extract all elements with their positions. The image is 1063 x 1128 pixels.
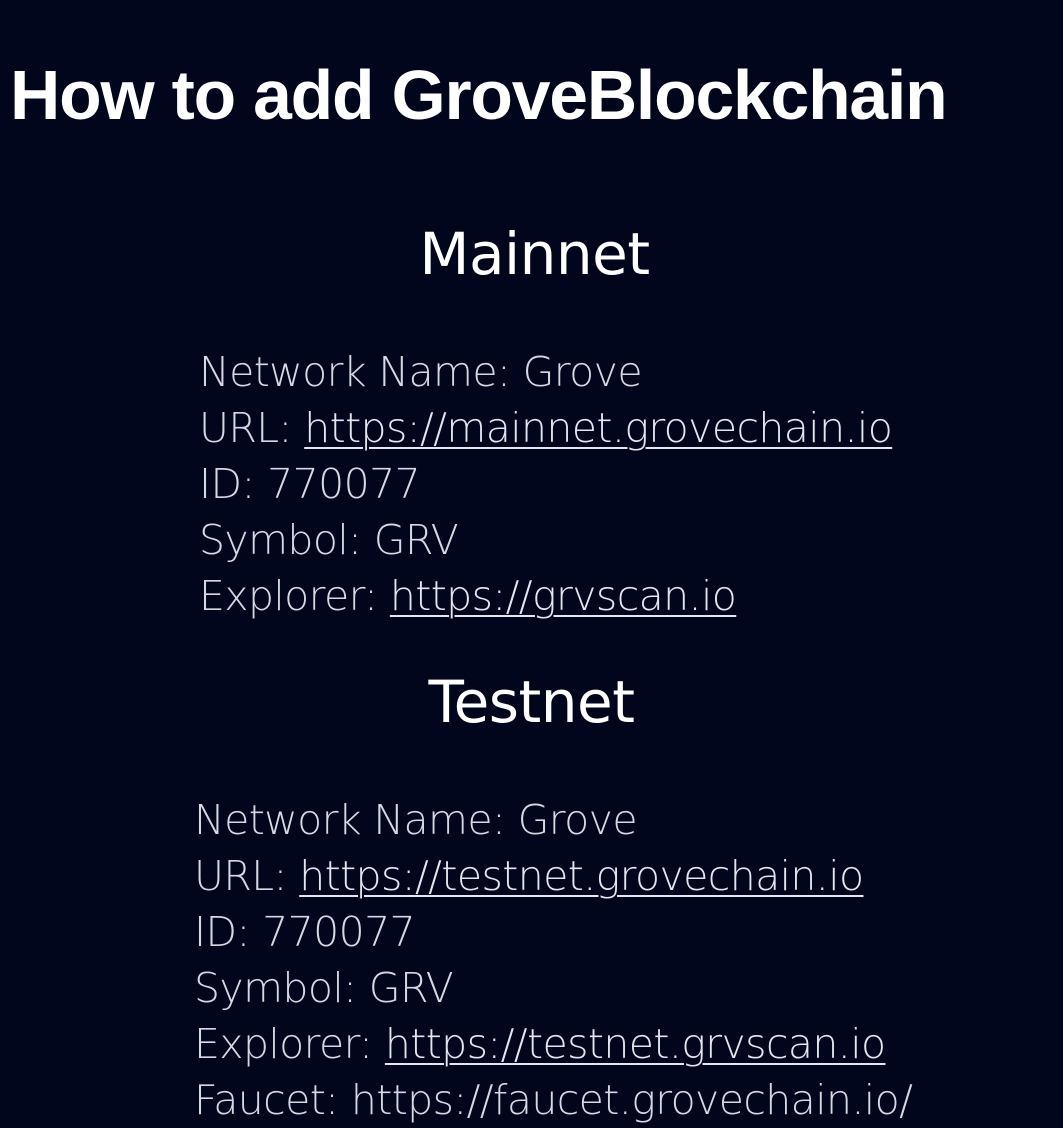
detail-line: Explorer: https://testnet.grvscan.io <box>194 1016 1063 1072</box>
page-title: How to add GroveBlockchain <box>10 55 948 134</box>
page-root: How to add GroveBlockchain Mainnet Netwo… <box>0 55 1063 1125</box>
detail-value: GRV <box>373 516 459 565</box>
detail-label: Symbol: <box>194 964 357 1013</box>
detail-line: Symbol: GRV <box>199 512 1063 568</box>
detail-label: URL: <box>194 852 287 901</box>
detail-line: Network Name: Grove <box>194 792 1063 848</box>
detail-line: Symbol: GRV <box>194 960 1063 1016</box>
detail-label: URL: <box>199 404 292 453</box>
detail-label: Explorer: <box>199 572 378 621</box>
detail-link[interactable]: https://testnet.grovechain.io <box>299 852 864 901</box>
detail-link[interactable]: https://testnet.grvscan.io <box>384 1020 886 1069</box>
detail-line: ID: 770077 <box>194 904 1063 960</box>
detail-link[interactable]: https://grvscan.io <box>389 572 737 621</box>
detail-value: 770077 <box>267 460 421 509</box>
detail-label: Network Name: <box>194 796 506 845</box>
detail-line: Faucet: https://faucet.grovechain.io/ <box>194 1072 1063 1128</box>
detail-label: ID: <box>194 908 250 957</box>
detail-line: Explorer: https://grvscan.io <box>199 568 1063 624</box>
detail-value: Grove <box>517 796 638 845</box>
detail-line: ID: 770077 <box>199 456 1063 512</box>
detail-label: Symbol: <box>199 516 362 565</box>
detail-value: GRV <box>368 964 454 1013</box>
detail-value: Grove <box>522 348 643 397</box>
detail-label: ID: <box>199 460 255 509</box>
detail-label: Faucet: <box>194 1076 339 1125</box>
detail-label: Network Name: <box>199 348 511 397</box>
detail-value: https://faucet.grovechain.io/ <box>350 1076 913 1125</box>
detail-label: Explorer: <box>194 1020 373 1069</box>
detail-link[interactable]: https://mainnet.grovechain.io <box>304 404 893 453</box>
section-heading-testnet: Testnet <box>428 668 635 737</box>
detail-value: 770077 <box>262 908 416 957</box>
detail-line: Network Name: Grove <box>199 344 1063 400</box>
section-heading-mainnet: Mainnet <box>419 220 650 289</box>
detail-line: URL: https://mainnet.grovechain.io <box>199 400 1063 456</box>
detail-line: URL: https://testnet.grovechain.io <box>194 848 1063 904</box>
